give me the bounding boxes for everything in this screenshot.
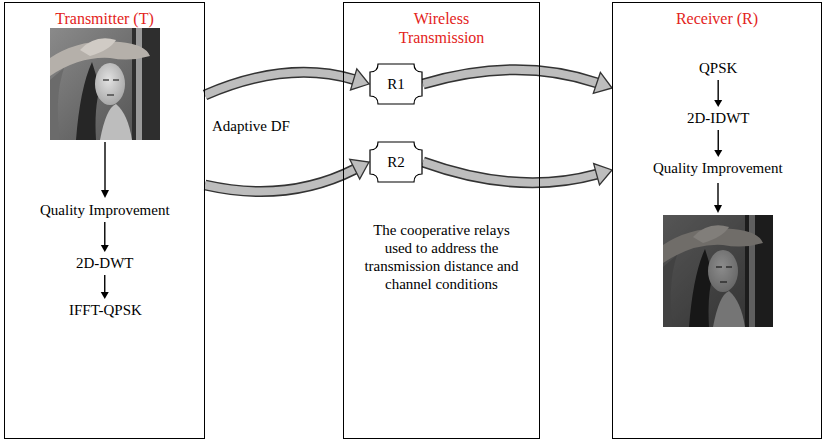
- image-background: [663, 215, 773, 327]
- process-step: Quality Improvement: [649, 158, 787, 178]
- arrow-outline: [423, 70, 597, 84]
- face-features: [103, 80, 119, 95]
- arrow-head: [101, 292, 109, 299]
- step-label: 2D-DWT: [76, 254, 133, 272]
- feather: [50, 68, 64, 140]
- relay-box: R2: [369, 141, 423, 183]
- arrow-line: [718, 130, 719, 150]
- panel-box: Wireless TransmissionThe cooperative rel…: [343, 2, 540, 439]
- relay-box: R1: [369, 63, 423, 105]
- flow-arrow: [101, 275, 109, 299]
- hat-top: [80, 38, 116, 56]
- step-label: IFFT-QPSK: [69, 301, 142, 319]
- panel-box: Receiver (R) QPSK 2D-IDWT Quality Improveme…: [612, 2, 822, 439]
- arrow-head: [714, 150, 722, 157]
- arrow-body: [423, 162, 597, 183]
- relay-label: R1: [387, 75, 405, 93]
- panel-title: Wireless Transmission: [384, 9, 499, 47]
- image-background: [50, 28, 160, 140]
- step-label: 2D-IDWT: [687, 109, 749, 127]
- arrow-head: [101, 190, 109, 198]
- arrow-outline: [205, 169, 355, 191]
- arrow-label: Adaptive DF: [212, 118, 290, 135]
- image-darkening: [663, 215, 773, 327]
- process-step: IFFT-QPSK: [65, 300, 146, 320]
- face: [95, 63, 125, 105]
- arrow-head: [594, 164, 612, 185]
- arrow-line: [717, 80, 718, 100]
- transmission-arrow: [205, 159, 369, 191]
- flow-arrow: [714, 183, 722, 213]
- arrow-body: [205, 169, 355, 191]
- image-frame: [136, 28, 142, 140]
- step-label: Quality Improvement: [653, 159, 783, 177]
- arrow-line: [104, 222, 105, 245]
- process-step: QPSK: [695, 58, 741, 78]
- step-label: QPSK: [699, 59, 737, 77]
- flow-arrow-line: [717, 183, 718, 206]
- process-step: 2D-IDWT: [683, 108, 753, 128]
- arrow-line: [104, 275, 105, 292]
- transmission-arrow: [423, 162, 612, 185]
- flow-arrow-line: [104, 142, 105, 191]
- relay-label: R2: [387, 153, 405, 171]
- arrow-head: [714, 205, 722, 213]
- panel-note: The cooperative relays used to address t…: [362, 221, 521, 293]
- panel-title: Receiver (R): [619, 9, 815, 28]
- arrow-outline: [205, 72, 354, 95]
- arrow-head: [593, 72, 612, 93]
- flow-arrow: [714, 80, 722, 107]
- input-image: [50, 28, 160, 140]
- arrow-head: [350, 159, 369, 179]
- flow-arrow: [714, 130, 722, 157]
- arrow-head: [101, 245, 109, 252]
- transmission-arrow: [205, 69, 369, 95]
- process-step: 2D-DWT: [72, 253, 137, 273]
- panel-box: Transmitter (T) Quality Improvement 2D-DWT…: [4, 2, 205, 439]
- flow-arrow: [101, 142, 109, 198]
- shoulder: [100, 104, 132, 140]
- panel-title: Transmitter (T): [11, 9, 198, 28]
- arrow-outline: [423, 162, 597, 183]
- flow-arrow: [101, 222, 109, 252]
- output-image: [663, 215, 773, 327]
- arrow-body: [423, 70, 597, 84]
- relay-outline-path: [370, 64, 422, 104]
- arrow-body: [205, 72, 354, 95]
- hair: [76, 62, 100, 140]
- image-frame: [132, 28, 160, 140]
- step-label: Quality Improvement: [40, 201, 170, 219]
- relay-outline-path: [370, 142, 422, 182]
- process-step: Quality Improvement: [36, 200, 174, 220]
- arrow-head: [714, 100, 722, 107]
- arrow-head: [351, 69, 369, 90]
- transmission-arrow: [423, 70, 612, 94]
